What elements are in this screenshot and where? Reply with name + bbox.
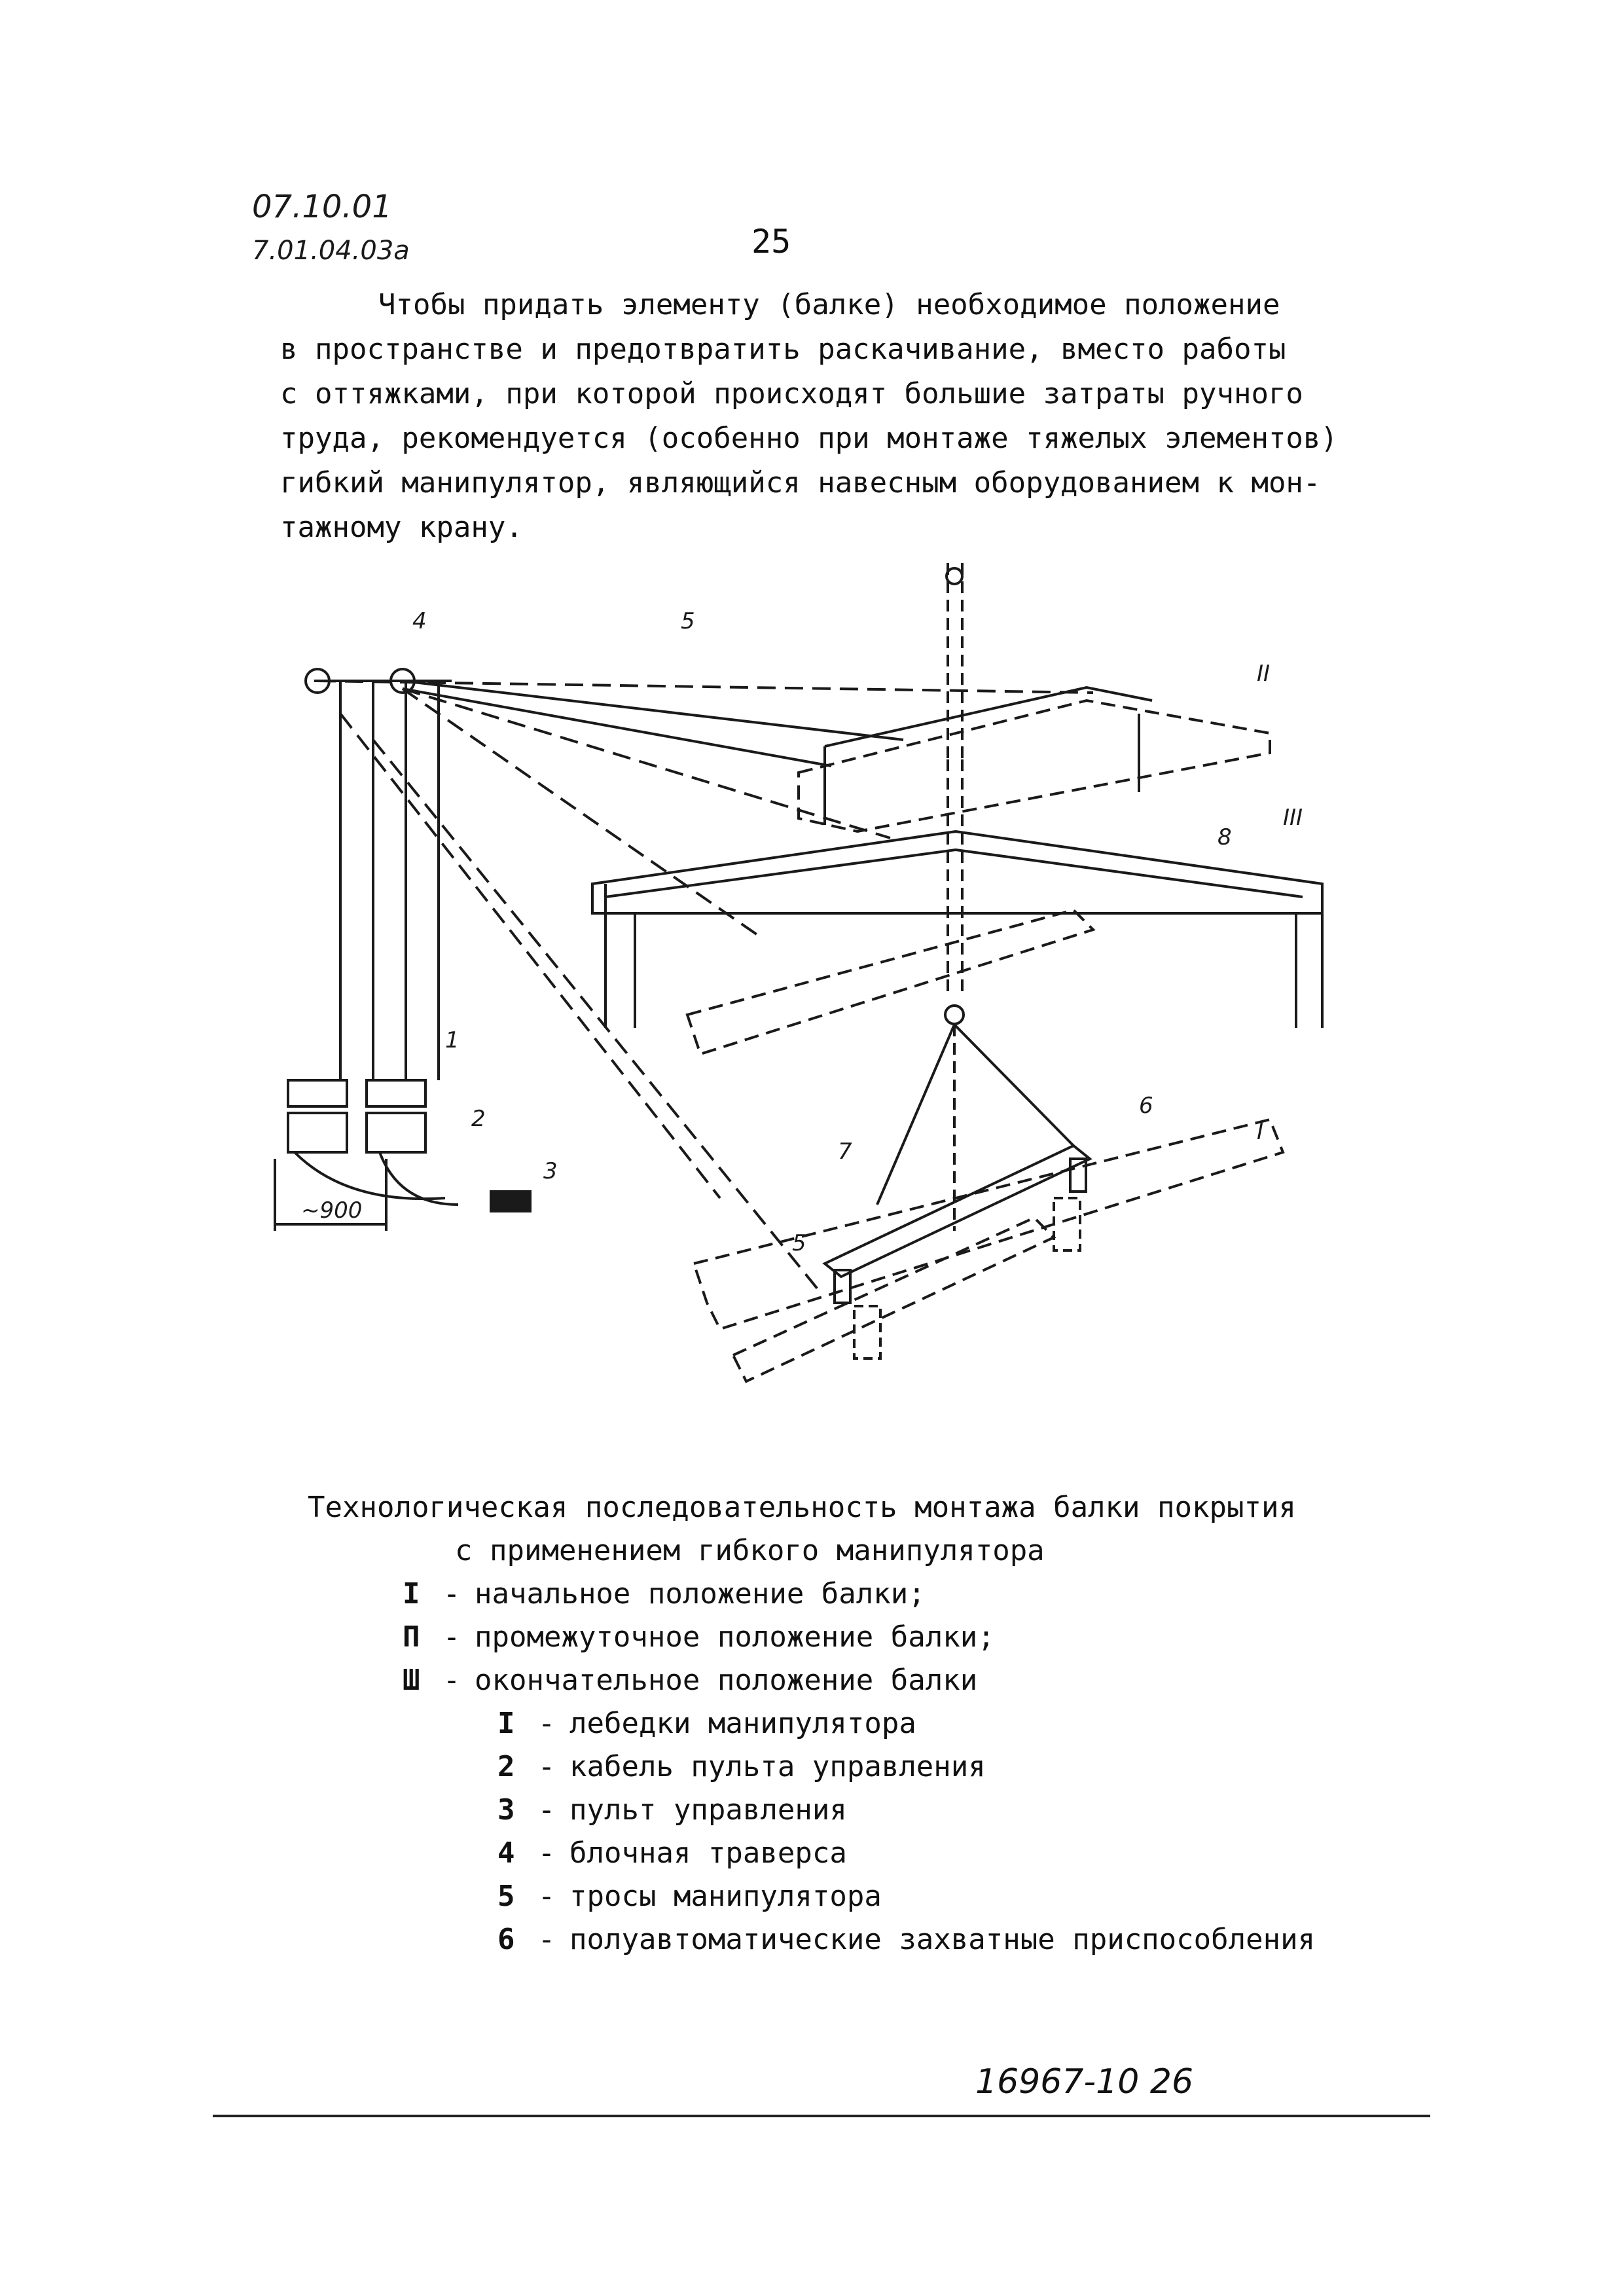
item-text: кабель пульта управления xyxy=(569,1750,986,1783)
document-code-line1: 07.10.01 xyxy=(252,189,392,225)
caption-line1: Технологическая последовательность монта… xyxy=(308,1491,1296,1524)
figure-label-1: 1 xyxy=(445,1027,460,1053)
list-item: 4-блочная траверса xyxy=(497,1832,1315,1875)
figure-label-2: 2 xyxy=(471,1106,486,1132)
hook-pulley-icon xyxy=(944,1004,965,1025)
item-number: I xyxy=(497,1707,515,1740)
lower-traverse xyxy=(822,1144,1092,1279)
sling-line xyxy=(876,1024,956,1205)
roof-beam-final xyxy=(591,829,1324,915)
intro-line: тажному крану. xyxy=(280,511,523,544)
control-panel-icon xyxy=(490,1190,532,1212)
gripping-device-icon xyxy=(1069,1157,1087,1193)
footer-divider xyxy=(213,2115,1430,2117)
manipulator-rope-dashed xyxy=(339,712,721,1199)
dimension-label: ~900 xyxy=(301,1197,362,1224)
roof-beam-intermediate xyxy=(797,699,1271,833)
item-number: 2 xyxy=(497,1750,515,1783)
winch-icon xyxy=(287,1112,348,1154)
figure-label-7: 7 xyxy=(838,1139,852,1165)
intro-line: в пространстве и предотвратить раскачива… xyxy=(280,333,1286,366)
item-number: 6 xyxy=(497,1923,515,1956)
traverse-top xyxy=(824,685,1153,748)
item-text: полуавтоматические захватные приспособле… xyxy=(569,1923,1316,1956)
figure-label-4: 4 xyxy=(412,608,427,634)
list-item: I-начальное положение балки; xyxy=(403,1573,995,1616)
control-cable xyxy=(378,1152,459,1206)
item-text: окончательное положение балки xyxy=(475,1664,978,1697)
list-item: Ш-окончательное положение балки xyxy=(403,1659,995,1702)
winch-icon xyxy=(287,1079,348,1108)
figure-label-roman1: I xyxy=(1257,1119,1263,1145)
beam-positions-list: I-начальное положение балки; П-промежуто… xyxy=(403,1573,995,1702)
manipulator-rope-dashed xyxy=(402,687,891,839)
winch-icon xyxy=(365,1112,427,1154)
intro-paragraph: Чтобы придать элементу (балке) необходим… xyxy=(280,283,1393,550)
gripping-device-icon xyxy=(1053,1197,1081,1252)
roof-beam-final-inner xyxy=(605,848,1303,898)
page-number: 25 xyxy=(751,223,791,261)
figure-caption: Технологическая последовательность монта… xyxy=(308,1486,1551,1573)
list-item: П-промежуточное положение балки; xyxy=(403,1616,995,1659)
gripping-device-icon xyxy=(853,1305,882,1360)
manipulator-diagram: 4 5 II III 8 1 2 3 6 7 5 I ~900 xyxy=(274,563,1324,1383)
item-number: П xyxy=(403,1620,420,1654)
figure-label-6: 6 xyxy=(1139,1093,1153,1119)
manipulator-rope xyxy=(402,680,904,741)
item-number: I xyxy=(403,1577,420,1611)
winch-icon xyxy=(365,1079,427,1108)
list-item: I-лебедки манипулятора xyxy=(497,1702,1315,1745)
intro-line: Чтобы придать элементу (балке) необходим… xyxy=(378,288,1280,321)
document-code-line2: 7.01.04.03а xyxy=(252,236,410,266)
item-number: Ш xyxy=(403,1664,420,1697)
manipulator-rope-dashed xyxy=(317,680,1094,694)
figure-label-roman3: III xyxy=(1283,805,1303,831)
footer-code: 16967-10 26 xyxy=(975,2062,1194,2102)
list-item: 6-полуавтоматические захватные приспособ… xyxy=(497,1918,1315,1961)
intro-line: труда, рекомендуется (особенно при монта… xyxy=(280,422,1338,455)
caption-line2: с применением гибкого манипулятора xyxy=(455,1534,1045,1567)
manipulator-rope-dashed xyxy=(401,687,761,938)
control-cable xyxy=(293,1151,446,1201)
item-number: 5 xyxy=(497,1880,515,1913)
figure-label-8: 8 xyxy=(1218,824,1232,850)
list-item: 2-кабель пульта управления xyxy=(497,1745,1315,1789)
figure-label-3: 3 xyxy=(543,1158,558,1184)
intro-line: гибкий манипулятор, являющийся навесным … xyxy=(280,466,1321,500)
item-text: промежуточное положение балки; xyxy=(475,1620,995,1654)
hook-pulley-icon xyxy=(945,567,964,585)
item-text: тросы манипулятора xyxy=(569,1880,882,1913)
item-text: блочная траверса xyxy=(569,1836,847,1870)
legend-list: I-лебедки манипулятора 2-кабель пульта у… xyxy=(497,1702,1315,1961)
figure-label-5-top: 5 xyxy=(681,608,695,634)
list-item: 3-пульт управления xyxy=(497,1789,1315,1832)
figure-label-roman2: II xyxy=(1257,661,1270,687)
manipulator-rope xyxy=(402,687,832,767)
gripping-device-icon xyxy=(833,1269,852,1304)
list-item: 5-тросы манипулятора xyxy=(497,1875,1315,1918)
intro-line: с оттяжками, при которой происходят боль… xyxy=(280,377,1303,410)
roof-beam-dashed xyxy=(685,908,1096,1056)
item-number: 4 xyxy=(497,1836,515,1870)
item-text: лебедки манипулятора xyxy=(569,1707,916,1740)
item-text: пульт управления xyxy=(569,1793,847,1827)
manipulator-rope-dashed xyxy=(372,738,820,1291)
item-number: 3 xyxy=(497,1793,515,1827)
roof-beam-initial xyxy=(692,1118,1285,1331)
figure-label-5-bottom: 5 xyxy=(792,1230,806,1256)
sling-line xyxy=(953,1023,1075,1147)
item-text: начальное положение балки; xyxy=(475,1577,926,1611)
